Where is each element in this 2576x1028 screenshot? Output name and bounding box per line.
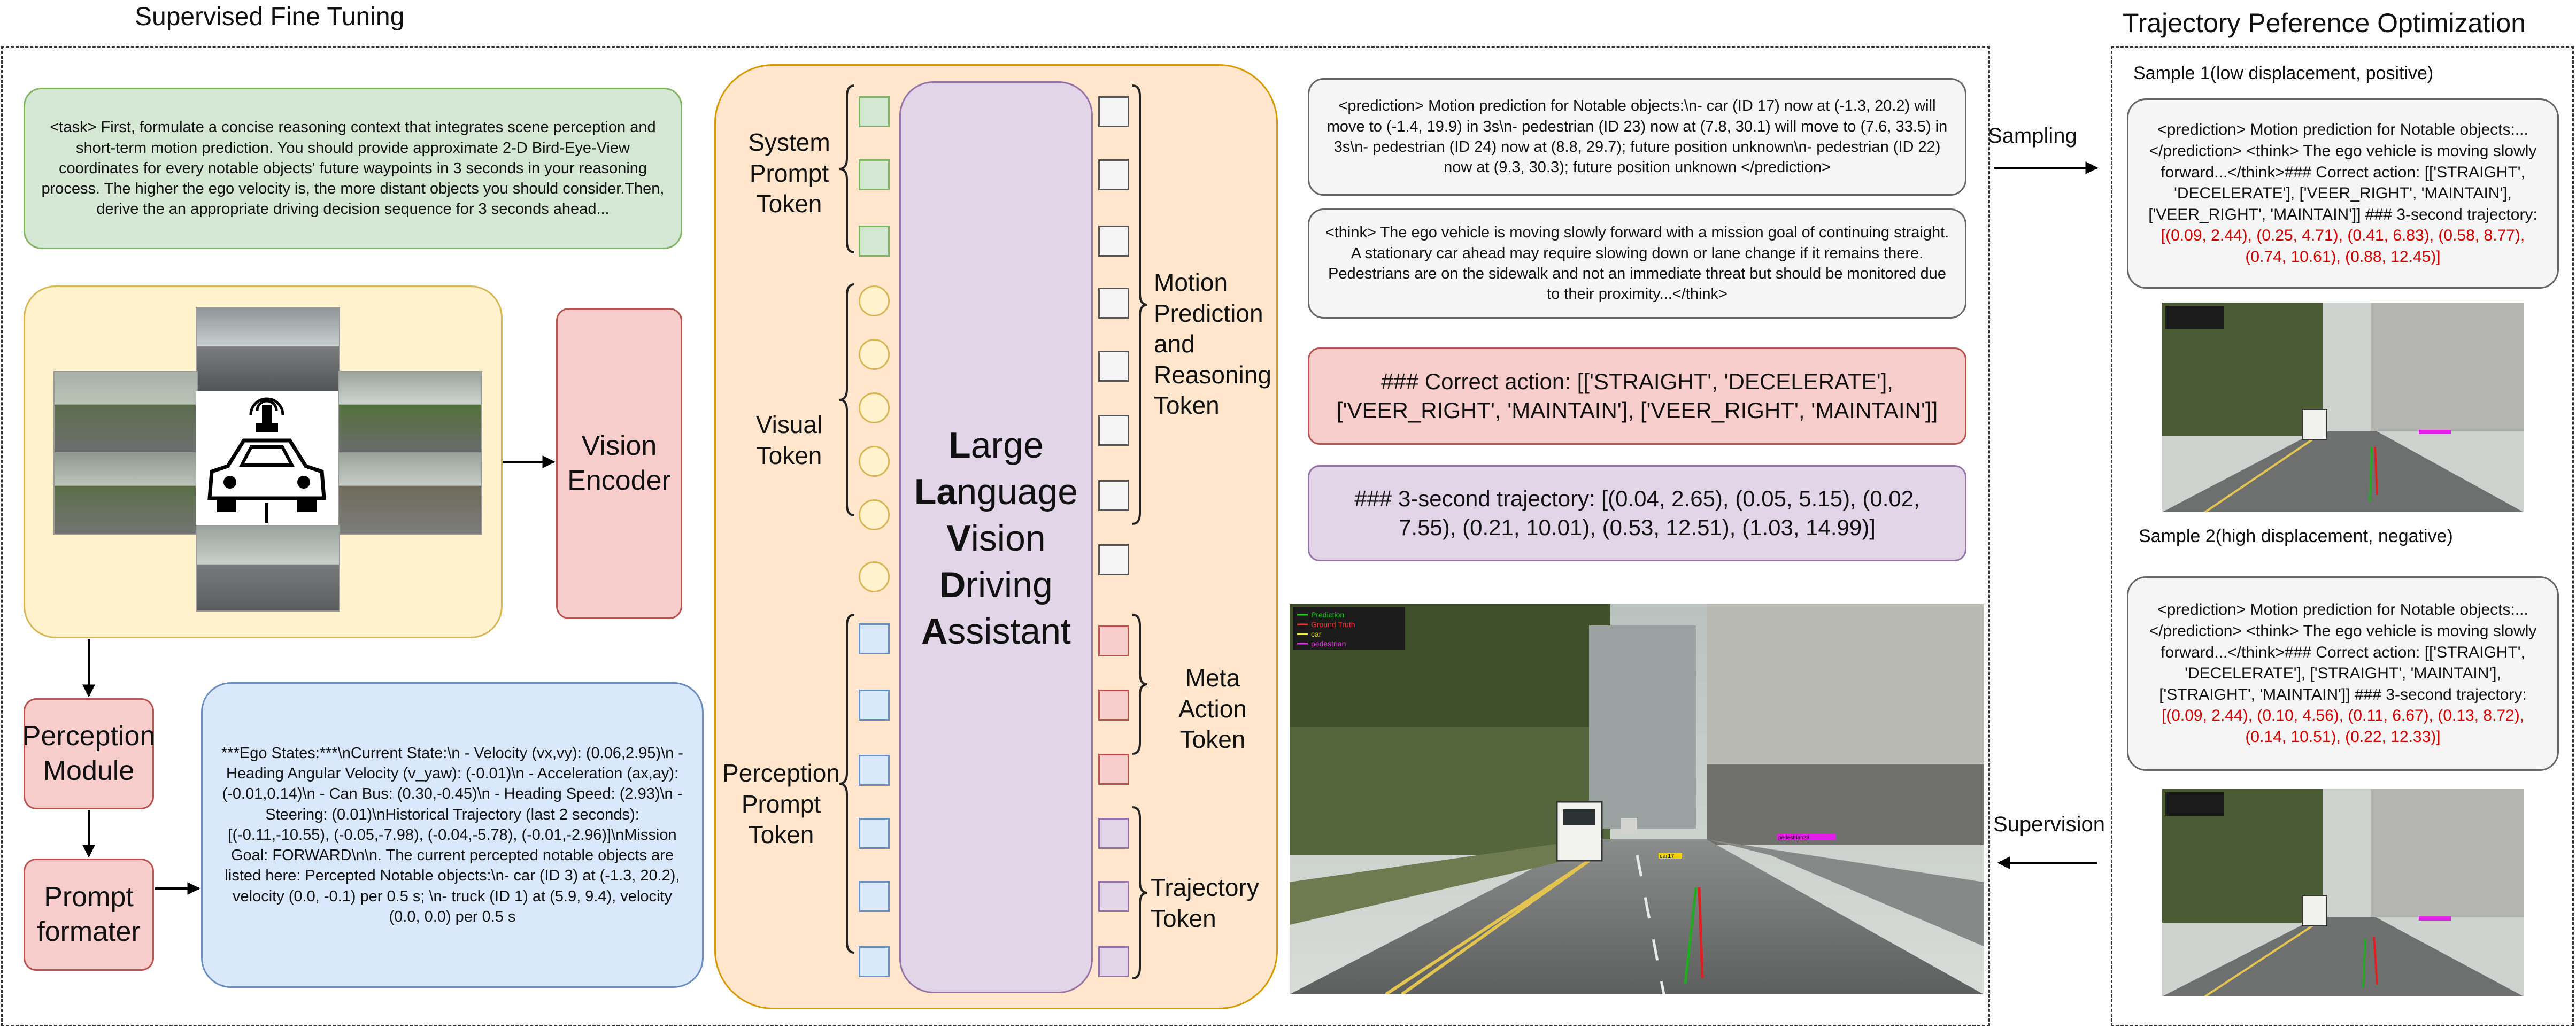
sample2-image (2162, 789, 2524, 996)
llm-name-line: Driving (899, 562, 1093, 608)
sample1-image (2162, 303, 2524, 512)
trajectory-token-label: Trajectory Token (1151, 874, 1259, 932)
llm-name-initial: La (914, 472, 957, 513)
perception-prompt-token (859, 690, 890, 721)
vision-encoder-box: Vision Encoder (556, 308, 682, 619)
perception-prompt-token-label: Perception Prompt Token (722, 759, 840, 848)
task-prompt-box: <task> First, formulate a concise reason… (24, 88, 682, 249)
trajectory-token (1098, 946, 1129, 977)
token-braces (839, 84, 1148, 979)
sft-region (1, 46, 1990, 1026)
trajectory-token (1098, 818, 1129, 849)
legend-item: Prediction (1311, 610, 1344, 619)
sample1-trajectory: [(0.09, 2.44), (0.25, 4.71), (0.41, 6.83… (2161, 227, 2525, 266)
action-output-box: ### Correct action: [['STRAIGHT', 'DECEL… (1308, 347, 1966, 445)
camera-back-right (338, 452, 482, 535)
trajectory-output-box: ### 3-second trajectory: [(0.04, 2.65), … (1308, 465, 1966, 561)
perception-prompt-token (859, 881, 890, 912)
llm-name-line: Assistant (899, 608, 1093, 655)
visual-token (859, 392, 890, 423)
think-output-text: <think> The ego vehicle is moving slowly… (1325, 224, 1949, 303)
visual-token (859, 339, 890, 370)
sample1-box: <prediction> Motion prediction for Notab… (2127, 98, 2559, 289)
prediction-output-text: <prediction> Motion prediction for Notab… (1326, 97, 1948, 176)
task-prompt-text: <task> First, formulate a concise reason… (41, 119, 665, 218)
llm-name-rest: nguage (957, 472, 1078, 513)
ego-states-text: ***Ego States:***\nCurrent State:\n - Ve… (221, 744, 683, 925)
supervision-label: Supervision (1993, 813, 2105, 836)
tpo-region (2111, 46, 2574, 1026)
llm-name-rest: riving (966, 565, 1053, 606)
perception-module-box: Perception Module (22, 698, 155, 809)
legend-item: Ground Truth (1311, 620, 1355, 629)
prediction-output-box: <prediction> Motion prediction for Notab… (1308, 78, 1966, 196)
system-prompt-token (859, 159, 890, 190)
camera-front-left (53, 371, 198, 453)
llm-core (899, 81, 1093, 993)
motion-reasoning-token (1098, 226, 1129, 257)
sample2-title: Sample 2(high displacement, negative) (2139, 526, 2453, 546)
llm-name-line: Large (899, 422, 1093, 469)
visual-token (859, 499, 890, 530)
llm-name-rest: ision (970, 518, 1046, 559)
llm-name-initial: A (921, 611, 948, 652)
scene-tag-pedestrian: pedestrian23 (1778, 835, 1809, 841)
tpo-title: Trajectory Peference Optimization (2123, 8, 2526, 38)
perception-prompt-token (859, 623, 890, 654)
sample1-title: Sample 1(low displacement, positive) (2133, 63, 2434, 83)
llm-name-rest: ssistant (947, 611, 1071, 652)
meta-action-token (1098, 690, 1129, 721)
visual-token-label: Visual Token (755, 411, 823, 469)
scene-tag-car: car17 (1660, 853, 1675, 860)
visual-token (859, 561, 890, 592)
ego-states-box: ***Ego States:***\nCurrent State:\n - Ve… (201, 682, 704, 988)
sft-title: Supervised Fine Tuning (135, 3, 405, 31)
meta-action-token-label: Meta Action Token (1178, 664, 1247, 753)
perception-prompt-token (859, 818, 890, 849)
motion-reasoning-token (1098, 96, 1129, 127)
motion-reasoning-token (1098, 159, 1129, 190)
llm-name-rest: arge (970, 425, 1044, 466)
driving-scene-image: car17 pedestrian23 Prediction Ground Tru… (1290, 604, 1984, 994)
camera-front (196, 307, 340, 393)
llm-name-line: Language (899, 469, 1093, 515)
llm-name-initial: D (939, 565, 966, 606)
camera-back-left (53, 452, 198, 535)
llm-name-line: Vision (899, 515, 1093, 562)
scene-legend: Prediction Ground Truth car pedestrian (1297, 610, 1355, 648)
legend-item: car (1311, 630, 1322, 638)
meta-action-token (1098, 625, 1129, 656)
sample1-text: <prediction> Motion prediction for Notab… (2148, 121, 2538, 223)
perception-prompt-token (859, 755, 890, 786)
legend-item: pedestrian (1311, 639, 1346, 648)
motion-reasoning-token (1098, 288, 1129, 319)
sampling-label: Sampling (1988, 124, 2077, 148)
trajectory-output-text: ### 3-second trajectory: [(0.04, 2.65), … (1354, 486, 1920, 540)
think-output-box: <think> The ego vehicle is moving slowly… (1308, 208, 1966, 319)
system-prompt-token (859, 226, 890, 257)
system-prompt-token-label: System Prompt Token (748, 128, 830, 218)
visual-token (859, 285, 890, 316)
motion-reasoning-token (1098, 544, 1129, 575)
action-output-text: ### Correct action: [['STRAIGHT', 'DECEL… (1336, 369, 1938, 423)
sample2-text: <prediction> Motion prediction for Notab… (2149, 601, 2537, 704)
trajectory-token (1098, 881, 1129, 912)
motion-reasoning-token (1098, 351, 1129, 382)
camera-back (196, 525, 340, 612)
perception-prompt-token (859, 946, 890, 977)
sample2-box: <prediction> Motion prediction for Notab… (2127, 576, 2559, 771)
ego-car-sensor-icon (196, 391, 338, 525)
motion-reasoning-token (1098, 415, 1129, 446)
llm-name-initial: V (946, 518, 971, 559)
llm-name-initial: L (948, 425, 971, 466)
meta-action-token (1098, 754, 1129, 785)
system-prompt-token (859, 96, 890, 127)
motion-token-label: Motion Prediction and Reasoning Token (1154, 268, 1271, 419)
motion-reasoning-token (1098, 480, 1129, 511)
prompt-formatter-box: Prompt formater (24, 859, 154, 971)
visual-token (859, 446, 890, 477)
sample2-trajectory: [(0.09, 2.44), (0.10, 4.56), (0.11, 6.67… (2161, 707, 2525, 746)
